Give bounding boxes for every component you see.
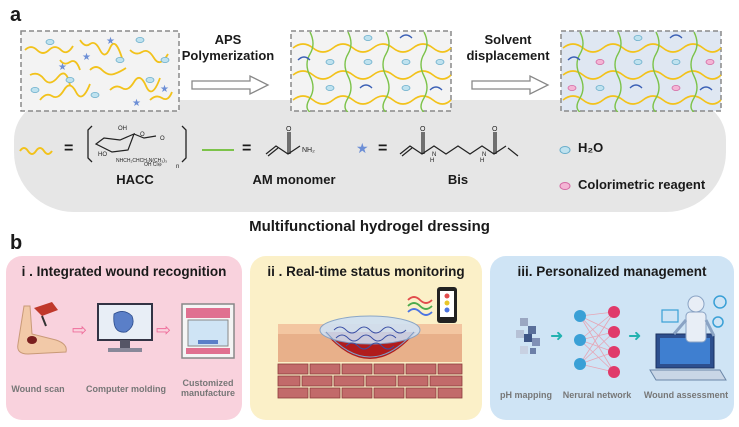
- ph-map-icon: [516, 318, 540, 354]
- neural-network-icon: [574, 306, 620, 378]
- caption-wound-assessment: Wound assessment: [643, 390, 729, 400]
- skin-dressing-illustration: [277, 315, 463, 399]
- arrow-2b-icon: ⇨: [156, 320, 172, 340]
- box-status-monitoring: ii . Real-time status monitoring: [250, 256, 482, 420]
- svg-text:O: O: [492, 126, 498, 133]
- signal-waves-icon: [407, 296, 433, 316]
- caption-wound-scan: Wound scan: [11, 384, 65, 394]
- svg-text:N: N: [482, 152, 486, 158]
- step1-label: APS Polymerization: [181, 32, 275, 63]
- svg-text:H: H: [480, 158, 484, 164]
- bis-equals: =: [378, 140, 388, 157]
- hacc-wave-icon: [19, 147, 53, 155]
- am-label: AM monomer: [252, 172, 336, 187]
- panel-a-letter: a: [10, 4, 22, 26]
- caption-customized-manufacture: Customized manufacture: [180, 378, 235, 398]
- arrow-2-icon: [471, 74, 550, 96]
- arrow-1b-icon: ⇨: [72, 320, 88, 340]
- hacc-label: HACC: [116, 172, 154, 187]
- box-personalized-management: iii. Personalized management ➜ ➜ pH mapp…: [490, 256, 734, 420]
- svg-text:NHCH₂CHCH₂N(CH₃)₃: NHCH₂CHCH₂N(CH₃)₃: [116, 158, 167, 164]
- svg-text:n: n: [176, 164, 179, 168]
- network-box-3: [560, 30, 722, 112]
- bis-label: Bis: [447, 172, 469, 187]
- water-label: H₂O: [578, 140, 604, 155]
- svg-text:NH₂: NH₂: [302, 147, 315, 154]
- caption-neural-network: Nerural network: [562, 390, 632, 400]
- box-wound-recognition: i . Integrated wound recognition ⇨ ⇨ Wou…: [6, 256, 242, 420]
- robot-laptop-icon: [649, 295, 727, 381]
- arrow-4b-icon: ➜: [628, 328, 642, 345]
- hacc-equals: =: [64, 140, 74, 157]
- phone-icon: [437, 287, 457, 323]
- bis-star-icon: ★: [356, 140, 369, 156]
- svg-text:O: O: [160, 136, 165, 142]
- printer-icon: [181, 303, 235, 359]
- step2-label: Solvent displacement: [466, 32, 550, 63]
- computer-icon: [97, 303, 153, 352]
- foot-scan-icon: [17, 302, 67, 355]
- svg-text:HO: HO: [98, 152, 107, 158]
- legend-backdrop: [14, 100, 726, 212]
- svg-text:★: ★: [58, 62, 67, 73]
- am-structure-icon: O NH₂: [265, 126, 315, 157]
- svg-text:★: ★: [132, 98, 141, 109]
- svg-text:★: ★: [160, 84, 169, 95]
- svg-text:O: O: [286, 126, 292, 133]
- reagent-dot-icon: [559, 182, 571, 190]
- caption-ph-mapping: pH mapping: [500, 390, 552, 400]
- svg-text:OH Cl⊖: OH Cl⊖: [144, 162, 162, 168]
- svg-text:★: ★: [82, 52, 91, 63]
- water-dot-icon: [559, 146, 571, 154]
- am-equals: =: [242, 140, 252, 157]
- svg-text:★: ★: [106, 36, 115, 47]
- caption-computer-molding: Computer molding: [86, 384, 166, 394]
- hacc-structure-icon: OH O O HO NHCH₂CHCH₂N(CH₃)₃ OH Cl⊖ n: [87, 125, 187, 168]
- hydrogel-title: Multifunctional hydrogel dressing: [249, 218, 490, 235]
- arrow-3b-icon: ➜: [550, 328, 564, 345]
- arrow-1-icon: [191, 74, 270, 96]
- reagent-label: Colorimetric reagent: [578, 177, 706, 192]
- svg-text:N: N: [432, 152, 436, 158]
- am-line-icon: [202, 149, 234, 151]
- svg-text:OH: OH: [118, 126, 127, 132]
- svg-text:O: O: [140, 132, 145, 138]
- network-box-2: [290, 30, 452, 112]
- network-box-1: ★ ★ ★ ★ ★: [20, 30, 180, 112]
- svg-text:H: H: [430, 158, 434, 164]
- box-iii-title: iii. Personalized management: [517, 264, 707, 279]
- box-ii-title: ii . Real-time status monitoring: [267, 264, 465, 279]
- svg-text:O: O: [420, 126, 426, 133]
- panel-b-letter: b: [10, 232, 23, 254]
- bis-structure-icon: O O H H N N: [399, 126, 519, 164]
- box-i-title: i . Integrated wound recognition: [21, 264, 227, 279]
